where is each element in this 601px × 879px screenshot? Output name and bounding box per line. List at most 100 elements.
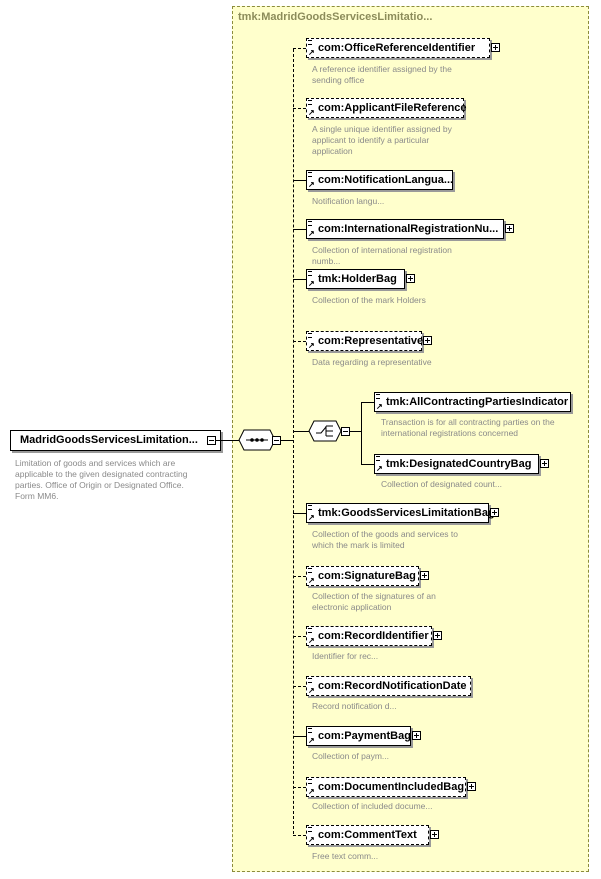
element-box[interactable]: ↗com:CommentText [306, 825, 429, 845]
element-label: tmk:GoodsServicesLimitationBag [318, 507, 495, 519]
list-icon [308, 779, 312, 784]
element-box[interactable]: ↗com:OfficeReferenceIdentifier [306, 38, 490, 58]
type-panel-title: tmk:MadridGoodsServicesLimitatio... [238, 11, 432, 23]
collapse-icon[interactable] [341, 427, 350, 436]
connector-line [293, 48, 306, 49]
element-label: com:Representative [318, 335, 423, 347]
element-label: com:CommentText [318, 829, 417, 841]
element-description: Data regarding a representative [312, 357, 472, 368]
connector-line [293, 341, 306, 342]
element-description: Collection of international registration… [312, 245, 472, 267]
element-box[interactable]: ↗tmk:HolderBag [306, 269, 405, 289]
element-label: tmk:DesignatedCountryBag [386, 458, 531, 470]
connector-line [293, 108, 306, 109]
element-label: com:InternationalRegistrationNu... [318, 223, 498, 235]
element-box[interactable]: ↗tmk:AllContractingPartiesIndicator [374, 392, 571, 412]
element-box[interactable]: ↗tmk:DesignatedCountryBag [374, 454, 539, 474]
element-label: com:NotificationLangua... [318, 174, 453, 186]
root-element-box[interactable]: MadridGoodsServicesLimitation... [10, 430, 221, 451]
element-label: com:ApplicantFileReference [318, 102, 467, 114]
connector-line [293, 576, 306, 577]
element-box[interactable]: ↗com:RecordIdentifier [306, 626, 432, 646]
connector-line [293, 736, 306, 737]
expand-icon[interactable] [467, 782, 476, 791]
expand-icon[interactable] [406, 274, 415, 283]
list-icon [308, 40, 312, 45]
connector-line [293, 431, 309, 432]
expand-icon[interactable] [423, 336, 432, 345]
collapse-icon[interactable] [207, 436, 216, 445]
reference-arrow-icon: ↗ [376, 465, 383, 473]
element-label: com:DocumentIncludedBag [318, 781, 464, 793]
list-icon [308, 333, 312, 338]
reference-arrow-icon: ↗ [308, 181, 315, 189]
list-icon [308, 728, 312, 733]
connector-line [293, 636, 306, 637]
reference-arrow-icon: ↗ [308, 577, 315, 585]
element-description: A single unique identifier assigned by a… [312, 124, 472, 157]
element-label: tmk:HolderBag [318, 273, 397, 285]
element-box[interactable]: ↗com:NotificationLangua... [306, 170, 453, 190]
element-box[interactable]: ↗com:DocumentIncludedBag [306, 777, 466, 797]
list-icon [308, 221, 312, 226]
element-description: Identifier for rec... [312, 651, 472, 662]
sequence-compositor-icon[interactable] [238, 429, 276, 451]
element-box[interactable]: ↗com:PaymentBag [306, 726, 411, 746]
list-icon [376, 456, 380, 461]
element-description: Transaction is for all contracting parti… [381, 417, 581, 439]
connector-line [361, 464, 374, 465]
reference-arrow-icon: ↗ [308, 109, 315, 117]
element-description: Record notification d... [312, 701, 472, 712]
element-label: com:SignatureBag [318, 570, 416, 582]
list-icon [308, 827, 312, 832]
list-icon [308, 505, 312, 510]
element-box[interactable]: ↗com:ApplicantFileReference [306, 98, 464, 118]
expand-icon[interactable] [412, 731, 421, 740]
connector-line [293, 513, 306, 514]
element-description: Collection of the mark Holders [312, 295, 472, 306]
element-box[interactable]: ↗com:RecordNotificationDate [306, 676, 471, 696]
list-icon [376, 394, 380, 399]
expand-icon[interactable] [430, 830, 439, 839]
list-icon [308, 172, 312, 177]
element-description: Collection of the signatures of an elect… [312, 591, 472, 613]
reference-arrow-icon: ↗ [308, 737, 315, 745]
list-icon [308, 568, 312, 573]
reference-arrow-icon: ↗ [308, 49, 315, 57]
element-description: A reference identifier assigned by the s… [312, 64, 472, 86]
root-element-label: MadridGoodsServicesLimitation... [20, 434, 198, 446]
expand-icon[interactable] [491, 43, 500, 52]
element-box[interactable]: ↗tmk:GoodsServicesLimitationBag [306, 503, 489, 523]
element-label: com:RecordNotificationDate [318, 680, 467, 692]
list-icon [308, 628, 312, 633]
choice-compositor-icon[interactable] [308, 420, 342, 442]
reference-arrow-icon: ↗ [308, 514, 315, 522]
reference-arrow-icon: ↗ [308, 687, 315, 695]
reference-arrow-icon: ↗ [308, 280, 315, 288]
reference-arrow-icon: ↗ [308, 788, 315, 796]
element-description: Collection of paym... [312, 751, 472, 762]
expand-icon[interactable] [420, 571, 429, 580]
connector-line [361, 402, 374, 403]
sequence-spine [293, 49, 294, 834]
element-box[interactable]: ↗com:InternationalRegistrationNu... [306, 219, 504, 239]
collapse-icon[interactable] [272, 436, 281, 445]
element-label: tmk:AllContractingPartiesIndicator [386, 396, 568, 408]
element-box[interactable]: ↗com:Representative [306, 331, 422, 351]
element-label: com:RecordIdentifier [318, 630, 429, 642]
element-description: Notification langu... [312, 196, 472, 207]
element-description: Collection of designated count... [381, 479, 581, 490]
connector-line [293, 787, 306, 788]
expand-icon[interactable] [433, 631, 442, 640]
connector-line [293, 835, 306, 836]
expand-icon[interactable] [490, 508, 499, 517]
expand-icon[interactable] [540, 459, 549, 468]
list-icon [308, 100, 312, 105]
expand-icon[interactable] [505, 224, 514, 233]
element-label: com:OfficeReferenceIdentifier [318, 42, 475, 54]
element-box[interactable]: ↗com:SignatureBag [306, 566, 419, 586]
element-description: Collection of included docume... [312, 801, 472, 812]
reference-arrow-icon: ↗ [308, 836, 315, 844]
reference-arrow-icon: ↗ [376, 403, 383, 411]
